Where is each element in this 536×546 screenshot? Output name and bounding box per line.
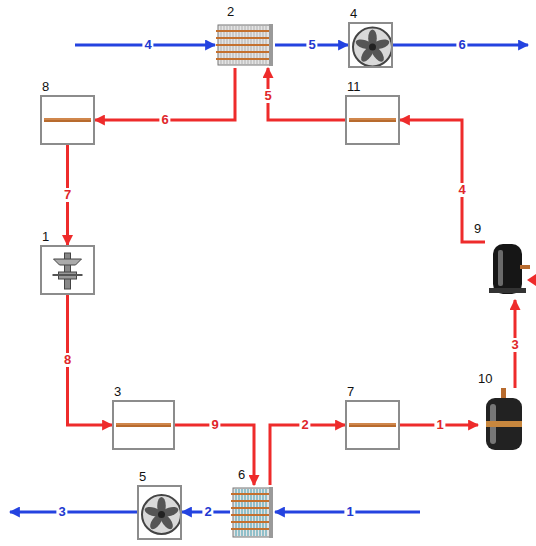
callout-number: 11	[347, 80, 361, 94]
flow-number: 5	[262, 89, 273, 103]
pipe-section: 11	[345, 95, 400, 145]
fan-unit-icon	[350, 24, 391, 66]
callout-number: 6	[238, 468, 245, 482]
pipe-section: 3	[112, 400, 175, 450]
accumulator-icon	[478, 388, 530, 454]
air-flow-number: 4	[142, 38, 153, 52]
pipe-section: 8	[40, 95, 95, 145]
flow-number: 2	[202, 505, 213, 519]
callout-number: 7	[347, 385, 354, 399]
expansion-valve-icon	[42, 247, 93, 293]
callout-number: 2	[227, 5, 234, 19]
callout-number: 10	[478, 372, 492, 386]
flow-number: 5	[306, 38, 317, 52]
expansion-valve: 1	[40, 245, 95, 295]
refrigerant-pipe	[268, 68, 345, 120]
air-flow-number: 3	[56, 505, 67, 519]
flow-number: 1	[434, 418, 445, 432]
callout-number: 5	[139, 470, 146, 484]
flow-number: 7	[62, 188, 73, 202]
fan-unit: 5	[137, 485, 182, 540]
compressor: 9	[485, 238, 532, 300]
accumulator: 10	[478, 388, 530, 454]
pipe-section-icon	[114, 402, 173, 448]
callout-number: 1	[42, 230, 49, 244]
fan-unit: 4	[348, 22, 393, 68]
flow-number: 4	[456, 183, 467, 197]
pipe-section: 7	[345, 400, 400, 450]
flow-number: 3	[509, 338, 520, 352]
compressor-icon	[485, 238, 532, 300]
callout-number: 3	[114, 385, 121, 399]
flow-number: 2	[299, 418, 310, 432]
flow-number: 8	[62, 353, 73, 367]
refrigerant-pipe	[175, 425, 254, 485]
pipe-section-icon	[347, 402, 398, 448]
flow-number: 9	[209, 418, 220, 432]
pipe-section-icon	[42, 97, 93, 143]
callout-number: 4	[350, 7, 357, 21]
condenser-icon	[215, 22, 275, 68]
callout-number: 8	[42, 80, 49, 94]
air-outlet-line	[10, 511, 137, 514]
air-flow-number: 1	[344, 505, 355, 519]
evaporator-icon	[230, 485, 275, 540]
refrigerant-pipe	[270, 425, 345, 485]
callout-number: 9	[474, 222, 481, 236]
air-flow-number: 6	[456, 38, 467, 52]
fan-unit-icon	[139, 487, 180, 538]
evaporator: 6	[230, 485, 275, 540]
pipe-stub-arrow	[527, 274, 536, 286]
refrigerant-pipe	[400, 120, 485, 242]
flow-number: 6	[159, 113, 170, 127]
refrigerant-pipe	[68, 295, 113, 425]
pipe-section-icon	[347, 97, 398, 143]
condenser: 2	[215, 22, 275, 68]
